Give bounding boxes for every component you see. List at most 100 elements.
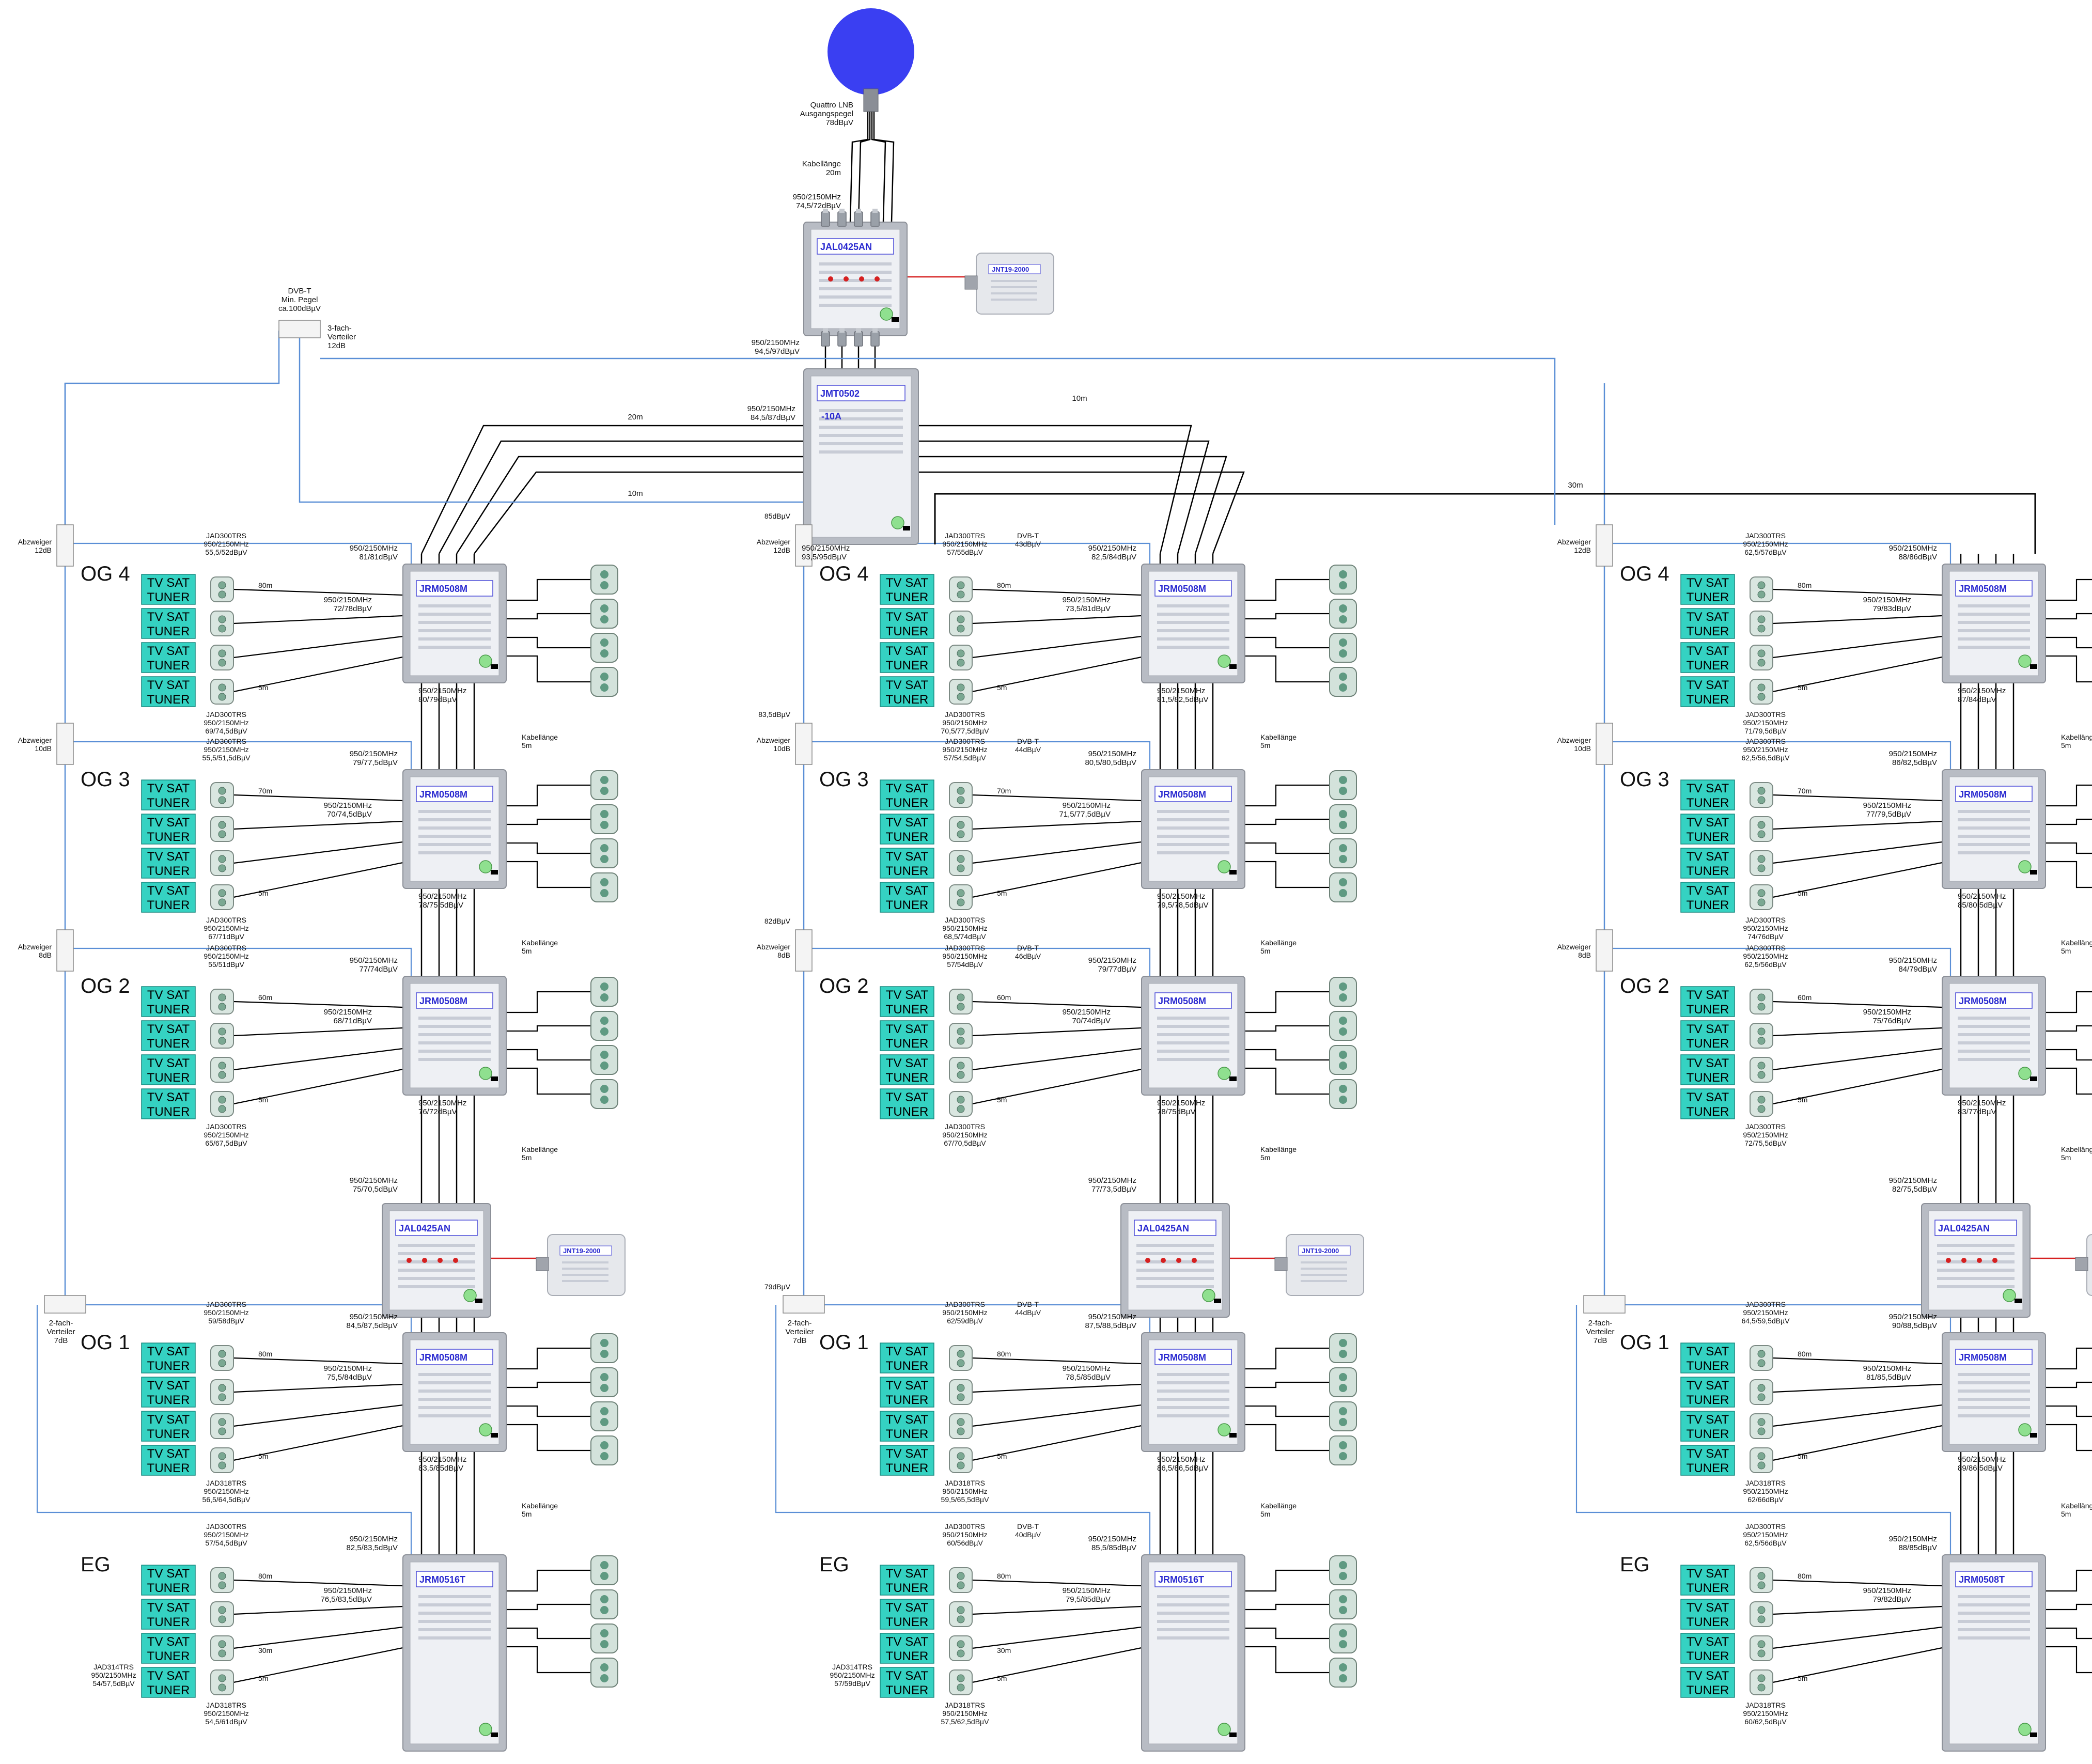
spec-line	[1157, 1636, 1229, 1640]
socket-plate	[210, 1635, 234, 1661]
trunk-cable	[474, 471, 804, 554]
room-outlet-icon	[590, 1367, 618, 1397]
spec-line	[418, 1406, 491, 1409]
socket-port	[1339, 855, 1347, 863]
outlet-top-label-line: 950/2150MHz	[1743, 1308, 1788, 1317]
model-label: JRM0516T	[419, 1574, 465, 1585]
socket-plate	[949, 1635, 973, 1661]
flag-icon	[491, 1076, 498, 1081]
room-cable	[1245, 861, 1330, 888]
cable-length-label: 5m	[258, 1674, 268, 1682]
drop-cable	[1772, 1647, 1943, 1683]
socket-port	[1757, 1037, 1766, 1045]
tuner-label: TV SAT	[1687, 678, 1729, 692]
outlet-bottom-label-line: JAD318TRS	[945, 1479, 985, 1487]
output-level-label-line: 950/2150MHz	[1958, 1099, 2006, 1107]
riser-length-label-line: 5m	[2061, 947, 2071, 955]
trunk-cable	[918, 425, 1192, 554]
drop-cable	[233, 1425, 403, 1461]
outlet-socket-icon	[1750, 645, 1773, 670]
model-label: JRM0508M	[1959, 584, 2007, 594]
spec-line	[418, 1636, 491, 1640]
outlet-top-label-line: 950/2150MHz	[1743, 1531, 1788, 1539]
drop-cable	[972, 1605, 1142, 1615]
riser-length-label-line: 5m	[522, 1153, 532, 1162]
outlet-socket-icon	[210, 611, 234, 636]
drop-cable	[1772, 1383, 1943, 1393]
socket-plate	[210, 1567, 234, 1593]
output-level-label-line: 83,5/85dBµV	[418, 1464, 463, 1473]
amp-input-label-line: 950/2150MHz	[1088, 1176, 1136, 1185]
outlet-top-label-line: 60/56dBµV	[947, 1539, 983, 1547]
mid-level-label-line: 75/76dBµV	[1872, 1017, 1911, 1025]
socket-port	[957, 625, 965, 633]
tuner-label: TV SAT	[1687, 610, 1729, 624]
room-cable	[506, 1627, 591, 1640]
outlet-bottom-label-line: JAD300TRS	[1745, 1122, 1786, 1131]
spec-line	[418, 1025, 491, 1028]
socket-port	[600, 1418, 608, 1426]
spec-line	[418, 1033, 491, 1036]
socket-port	[1339, 1640, 1347, 1648]
tuner-label: TUNER	[886, 1037, 929, 1051]
two-way-splitter-level: 79dBµV	[764, 1283, 791, 1291]
spec-line	[1157, 1050, 1229, 1053]
spec-line	[1157, 843, 1229, 846]
socket-port	[600, 993, 608, 1002]
tuner-box	[141, 1565, 196, 1596]
tap-box	[1596, 929, 1613, 972]
socket-plate	[590, 1367, 618, 1397]
socket-port	[957, 649, 965, 658]
spec-line	[418, 1058, 491, 1061]
tuner-box	[141, 1054, 196, 1085]
outlet-top-label-line: JAD300TRS	[206, 1300, 246, 1308]
room-cable	[2046, 1424, 2092, 1451]
floor-multiswitch: JRM0508M	[1141, 769, 1245, 889]
drop-cable	[972, 794, 1142, 802]
socket-port	[1339, 1595, 1347, 1603]
outlet-top-label-line: 950/2150MHz	[204, 952, 248, 960]
riser-length-label-line: Kabellänge	[1260, 1502, 1297, 1510]
tuner-box	[141, 608, 196, 639]
tuner-label: TV SAT	[147, 988, 190, 1002]
floor-label: OG 4	[1620, 563, 1669, 585]
satellite-dish-icon	[828, 8, 914, 95]
ce-logo-icon	[463, 1289, 477, 1302]
spec-line	[1958, 1033, 2030, 1036]
socket-port	[218, 889, 226, 897]
spec-line	[1157, 621, 1229, 624]
floor-label: OG 3	[81, 768, 130, 791]
model-plate	[416, 580, 493, 597]
outlet-bottom-label-line: 62/66dBµV	[1747, 1495, 1784, 1504]
socket-plate	[590, 667, 618, 697]
tuner-label: TV SAT	[147, 1022, 190, 1036]
ce-logo-icon	[479, 654, 492, 668]
input-level-label-line: 950/2150MHz	[1088, 1313, 1136, 1321]
outlet-top-label-line: JAD300TRS	[945, 1522, 985, 1531]
socket-port	[1339, 878, 1347, 886]
device-panel	[410, 1562, 499, 1744]
tuner-label: TV SAT	[147, 850, 190, 864]
amp-input-connector	[837, 209, 847, 227]
input-level-label-line: 950/2150MHz	[1088, 750, 1136, 758]
tap-box	[1596, 524, 1613, 567]
socket-port	[1339, 1027, 1347, 1036]
flag-icon	[903, 526, 910, 530]
socket-plate	[210, 884, 234, 910]
socket-port	[218, 1350, 226, 1358]
socket-port	[1339, 810, 1347, 818]
terrestrial-splitter-label-line: 12dB	[327, 341, 346, 350]
tap-level: 82dBµV	[764, 917, 791, 925]
